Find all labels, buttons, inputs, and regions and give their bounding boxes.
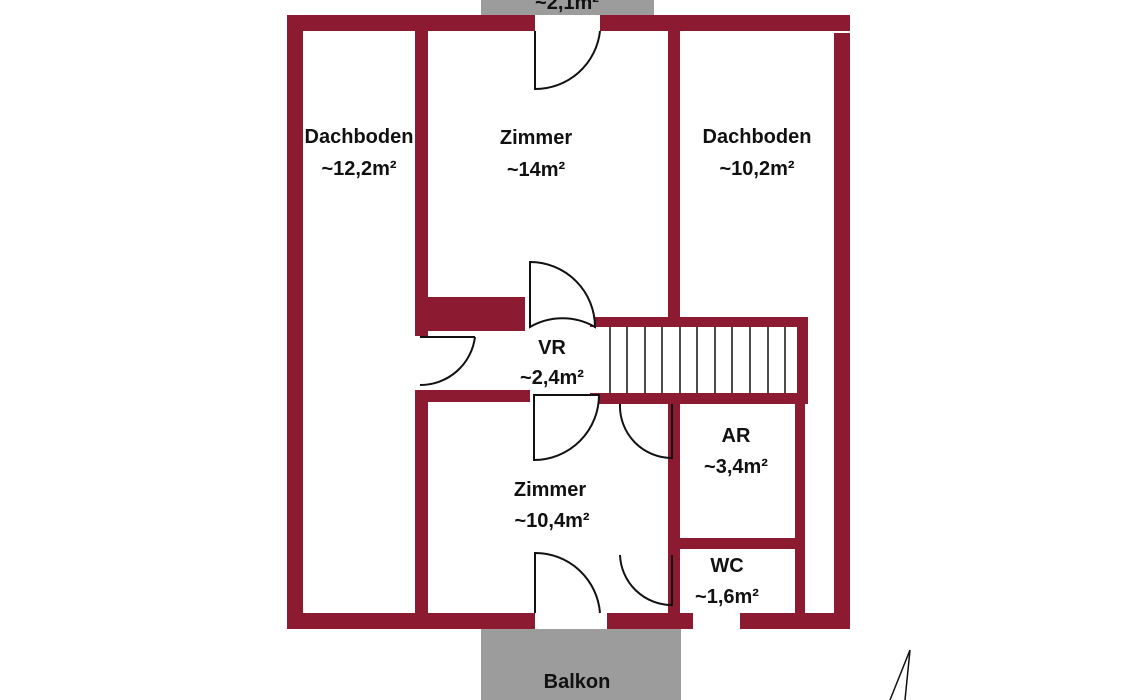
inner-wall-ar-right: [795, 402, 805, 613]
balkon-name: Balkon: [544, 671, 611, 693]
outer-wall-top-left: [287, 15, 535, 31]
stair-wall-top: [590, 317, 808, 327]
door-wc: [619, 554, 673, 607]
door-top: [534, 30, 601, 91]
door-dachboden-left: [419, 336, 476, 387]
door-balcony: [534, 551, 601, 614]
top-annex-area: [481, 0, 654, 15]
inner-wall-block: [415, 297, 525, 331]
walls: [287, 15, 850, 629]
zimmer-bottom-area: ~10,4m²: [514, 510, 589, 532]
wc-name: WC: [710, 555, 743, 577]
dachboden-right-area: ~10,2m²: [719, 158, 794, 180]
outer-wall-left: [287, 15, 303, 629]
zimmer-top-area: ~14m²: [507, 159, 566, 181]
dachboden-left-area: ~12,2m²: [321, 158, 396, 180]
stair-wall-bottom: [590, 393, 808, 404]
zimmer-bottom-name: Zimmer: [514, 479, 586, 501]
ar-name: AR: [722, 425, 751, 447]
ar-area: ~3,4m²: [704, 456, 768, 478]
north-arrow-icon: [889, 649, 911, 700]
inner-wall-ar-wc-divider: [680, 538, 800, 549]
inner-wall-left-upper: [415, 31, 428, 336]
inner-wall-left-lower: [415, 390, 428, 613]
vr-name: VR: [538, 337, 566, 359]
outer-wall-bottom-left: [287, 613, 535, 629]
dachboden-right-name: Dachboden: [703, 126, 812, 148]
vr-area: ~2,4m²: [520, 367, 584, 389]
door-vr-lower: [533, 394, 601, 462]
dachboden-left-name: Dachboden: [305, 126, 414, 148]
outer-wall-top-right: [600, 15, 850, 31]
outer-wall-bottom-right: [740, 613, 850, 629]
staircase: [597, 327, 797, 393]
top-partial-area: ~2,1m²: [535, 0, 599, 14]
outer-wall-bottom-middle: [607, 613, 693, 629]
zimmer-top-name: Zimmer: [500, 127, 572, 149]
doors: [419, 30, 673, 614]
stair-wall-right: [797, 317, 808, 404]
inner-wall-lower-zimmer-top: [415, 390, 530, 402]
balcony-area: [481, 629, 681, 700]
inner-wall-right-upper: [668, 31, 680, 318]
outer-wall-right: [834, 33, 850, 629]
inner-wall-ar-left: [668, 402, 680, 613]
wc-area: ~1,6m²: [695, 586, 759, 608]
door-ar: [618, 403, 673, 460]
door-vr-upper: [529, 260, 597, 329]
